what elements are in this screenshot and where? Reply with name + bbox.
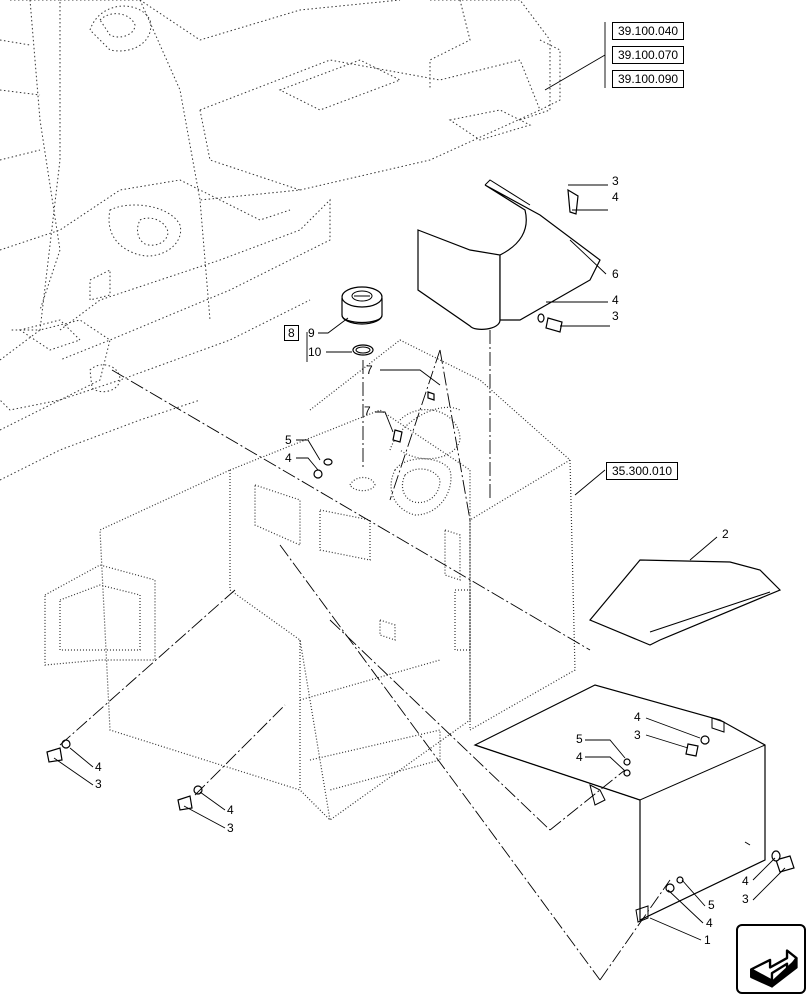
assembly-lines [59,330,671,981]
callout-item-4: 4 [285,451,292,465]
callout-item-4: 4 [576,750,583,764]
callout-item-9: 9 [308,326,315,340]
sealing-ring [352,344,374,356]
filler-cap [341,286,383,325]
callout-item-3: 3 [742,892,749,906]
callout-item-2: 2 [722,527,729,541]
callout-item-1: 1 [704,933,711,947]
callout-item-3: 3 [95,777,102,791]
fuel-tank-body [44,339,576,821]
callout-item-3: 3 [227,821,234,835]
reference-code-39-100-090[interactable]: 39.100.090 [612,70,685,88]
callout-item-4: 4 [227,803,234,817]
step-plate [589,559,782,646]
callout-item-3: 3 [612,174,619,188]
reference-code-39-100-040[interactable]: 39.100.040 [612,22,685,40]
callout-item-3: 3 [634,728,641,742]
callout-item-4: 4 [634,710,641,724]
next-page-arrow-icon [750,949,798,988]
callout-item-5: 5 [708,898,715,912]
callout-item-3: 3 [612,309,619,323]
tank-shield [417,179,601,330]
callout-item-4: 4 [706,916,713,930]
callout-item-4: 4 [612,293,619,307]
leader-lines [53,22,786,941]
bottom-guard [473,684,766,923]
callout-item-6: 6 [612,267,619,281]
fasteners [46,188,795,893]
reference-code-39-100-070[interactable]: 39.100.070 [612,46,685,64]
callout-item-4: 4 [742,874,749,888]
chassis-frame [0,0,561,481]
callout-item-7: 7 [366,363,373,377]
reference-code-35-300-010[interactable]: 35.300.010 [606,462,679,480]
callout-item-10: 10 [308,345,322,359]
callout-item-5: 5 [285,433,292,447]
callout-item-4: 4 [612,190,619,204]
callout-item-5: 5 [576,732,583,746]
callout-item-7: 7 [364,404,371,418]
callout-item-8: 8 [284,325,299,341]
callout-item-4: 4 [95,760,102,774]
next-page-button[interactable] [736,924,806,994]
